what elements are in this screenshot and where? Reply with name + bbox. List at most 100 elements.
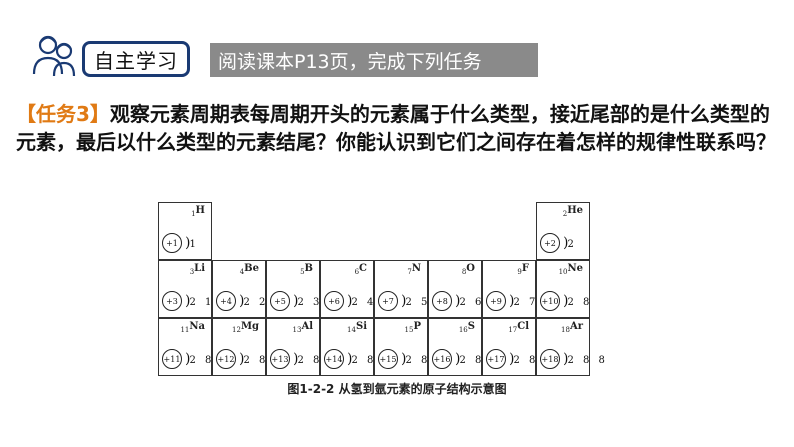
element-cell-c: 6C +62 4	[320, 260, 374, 318]
element-cell-f: 9F+92 7	[482, 260, 536, 318]
element-symbol: 5B	[300, 263, 313, 276]
atomic-number: 6	[354, 268, 360, 276]
atom-diagram: +72 5	[378, 291, 430, 311]
atomic-number: 15	[404, 326, 414, 334]
electron-shells: 1	[185, 235, 199, 251]
symbol-text: Ne	[567, 263, 583, 274]
nucleus-charge: +13	[270, 349, 290, 369]
element-symbol: 11Na	[180, 321, 205, 334]
element-cell-o: 8O+82 6	[428, 260, 482, 318]
element-cell-na: 11Na +112 8 1	[158, 318, 227, 376]
atom-diagram: +172 8 7	[486, 349, 554, 369]
element-cell-n: 7N +72 5	[374, 260, 428, 318]
element-cell-s: 16S+162 8 6	[428, 318, 497, 376]
atom-diagram: +132 8 3	[270, 349, 338, 369]
atom-diagram: +112 8 1	[162, 349, 230, 369]
symbol-text: Li	[194, 263, 205, 274]
atomic-number: 13	[292, 326, 302, 334]
electron-shells: 2 8	[563, 293, 592, 309]
task-text: 观察元素周期表每周期开头的元素属于什么类型，接近尾部的是什么类型的元素，最后以什…	[16, 102, 776, 154]
atomic-number: 4	[239, 268, 245, 276]
electron-shells: 2 8 8	[563, 351, 608, 367]
instruction-text: 阅读课本P13页，完成下列任务	[218, 50, 482, 73]
electron-shells: 2 1	[185, 293, 214, 309]
element-cell-b: 5B +52 3	[266, 260, 320, 318]
electron-shells: 2 8 7	[509, 351, 554, 367]
atom-diagram: +32 1	[162, 291, 214, 311]
atom-diagram: +102 8	[540, 291, 592, 311]
symbol-text: Na	[189, 321, 205, 332]
atomic-number: 5	[300, 268, 305, 276]
electron-shells: 2 4	[347, 293, 376, 309]
symbol-text: Si	[355, 321, 367, 332]
nucleus-charge: +12	[216, 349, 236, 369]
element-cell-si: 14Si+142 8 4	[320, 318, 389, 376]
element-symbol: 10Ne	[559, 263, 583, 276]
nucleus-charge: +5	[270, 291, 290, 311]
element-symbol: 8O	[462, 263, 475, 276]
electron-shells: 2 8 3	[293, 351, 338, 367]
electron-shells: 2 8 2	[239, 351, 284, 367]
atomic-number: 12	[232, 326, 241, 334]
element-symbol: 18Ar	[561, 321, 583, 334]
symbol-text: Be	[244, 263, 259, 274]
atomic-number: 10	[558, 268, 568, 276]
atom-diagram: +42 2	[216, 291, 268, 311]
nucleus-charge: +15	[378, 349, 398, 369]
symbol-text: S	[467, 321, 475, 332]
symbol-text: O	[466, 263, 475, 274]
atomic-number: 2	[562, 210, 568, 218]
element-cell-ne: 10Ne +102 8	[536, 260, 590, 318]
section-title: 自主学习	[94, 48, 178, 73]
nucleus-charge: +6	[324, 291, 344, 311]
nucleus-charge: +1	[162, 233, 182, 253]
element-symbol: 9F	[517, 263, 529, 276]
atom-diagram: +22	[540, 233, 577, 253]
nucleus-charge: +14	[324, 349, 344, 369]
element-cell-h: 1H+11	[158, 202, 212, 260]
nucleus-charge: +17	[486, 349, 506, 369]
symbol-text: Al	[301, 321, 313, 332]
nucleus-charge: +16	[432, 349, 452, 369]
symbol-text: Mg	[240, 321, 259, 332]
symbol-text: He	[567, 205, 583, 216]
atomic-number: 14	[347, 326, 356, 334]
atomic-number: 11	[180, 326, 190, 334]
atomic-number: 9	[517, 268, 522, 276]
symbol-text: Ar	[569, 321, 583, 332]
atomic-number: 7	[407, 268, 412, 276]
figure-caption: 图1-2-2 从氢到氩元素的原子结构示意图	[287, 382, 507, 396]
atom-diagram: +152 8 5	[378, 349, 446, 369]
element-symbol: 6C	[355, 263, 367, 276]
nucleus-charge: +8	[432, 291, 452, 311]
symbol-text: Cl	[517, 321, 529, 332]
element-symbol: 16S	[459, 321, 475, 334]
students-icon	[28, 28, 80, 80]
element-symbol: 3Li	[190, 263, 205, 276]
element-symbol: 13Al	[293, 321, 313, 334]
element-cell-cl: 17Cl +172 8 7	[482, 318, 551, 376]
element-cell-he: 2He+22	[536, 202, 590, 260]
element-symbol: 15P	[405, 321, 421, 334]
nucleus-charge: +9	[486, 291, 506, 311]
electron-shells: 2 8 5	[401, 351, 446, 367]
section-title-box: 自主学习	[82, 41, 190, 77]
symbol-text: N	[411, 263, 421, 274]
symbol-text: P	[413, 321, 421, 332]
electron-shells: 2	[563, 235, 577, 251]
nucleus-charge: +2	[540, 233, 560, 253]
element-symbol: 14Si	[347, 321, 367, 334]
atom-diagram: +52 3	[270, 291, 322, 311]
atomic-number: 3	[189, 268, 195, 276]
element-symbol: 7N	[407, 263, 421, 276]
nucleus-charge: +3	[162, 291, 182, 311]
electron-shells: 2 2	[239, 293, 268, 309]
atom-diagram: +122 8 2	[216, 349, 284, 369]
symbol-text: F	[521, 263, 529, 274]
nucleus-charge: +7	[378, 291, 398, 311]
atomic-number: 17	[508, 326, 518, 334]
element-cell-li: 3Li +32 1	[158, 260, 212, 318]
task-paragraph: 【任务3】观察元素周期表每周期开头的元素属于什么类型，接近尾部的是什么类型的元素…	[16, 100, 776, 156]
element-cell-be: 4Be +42 2	[212, 260, 266, 318]
